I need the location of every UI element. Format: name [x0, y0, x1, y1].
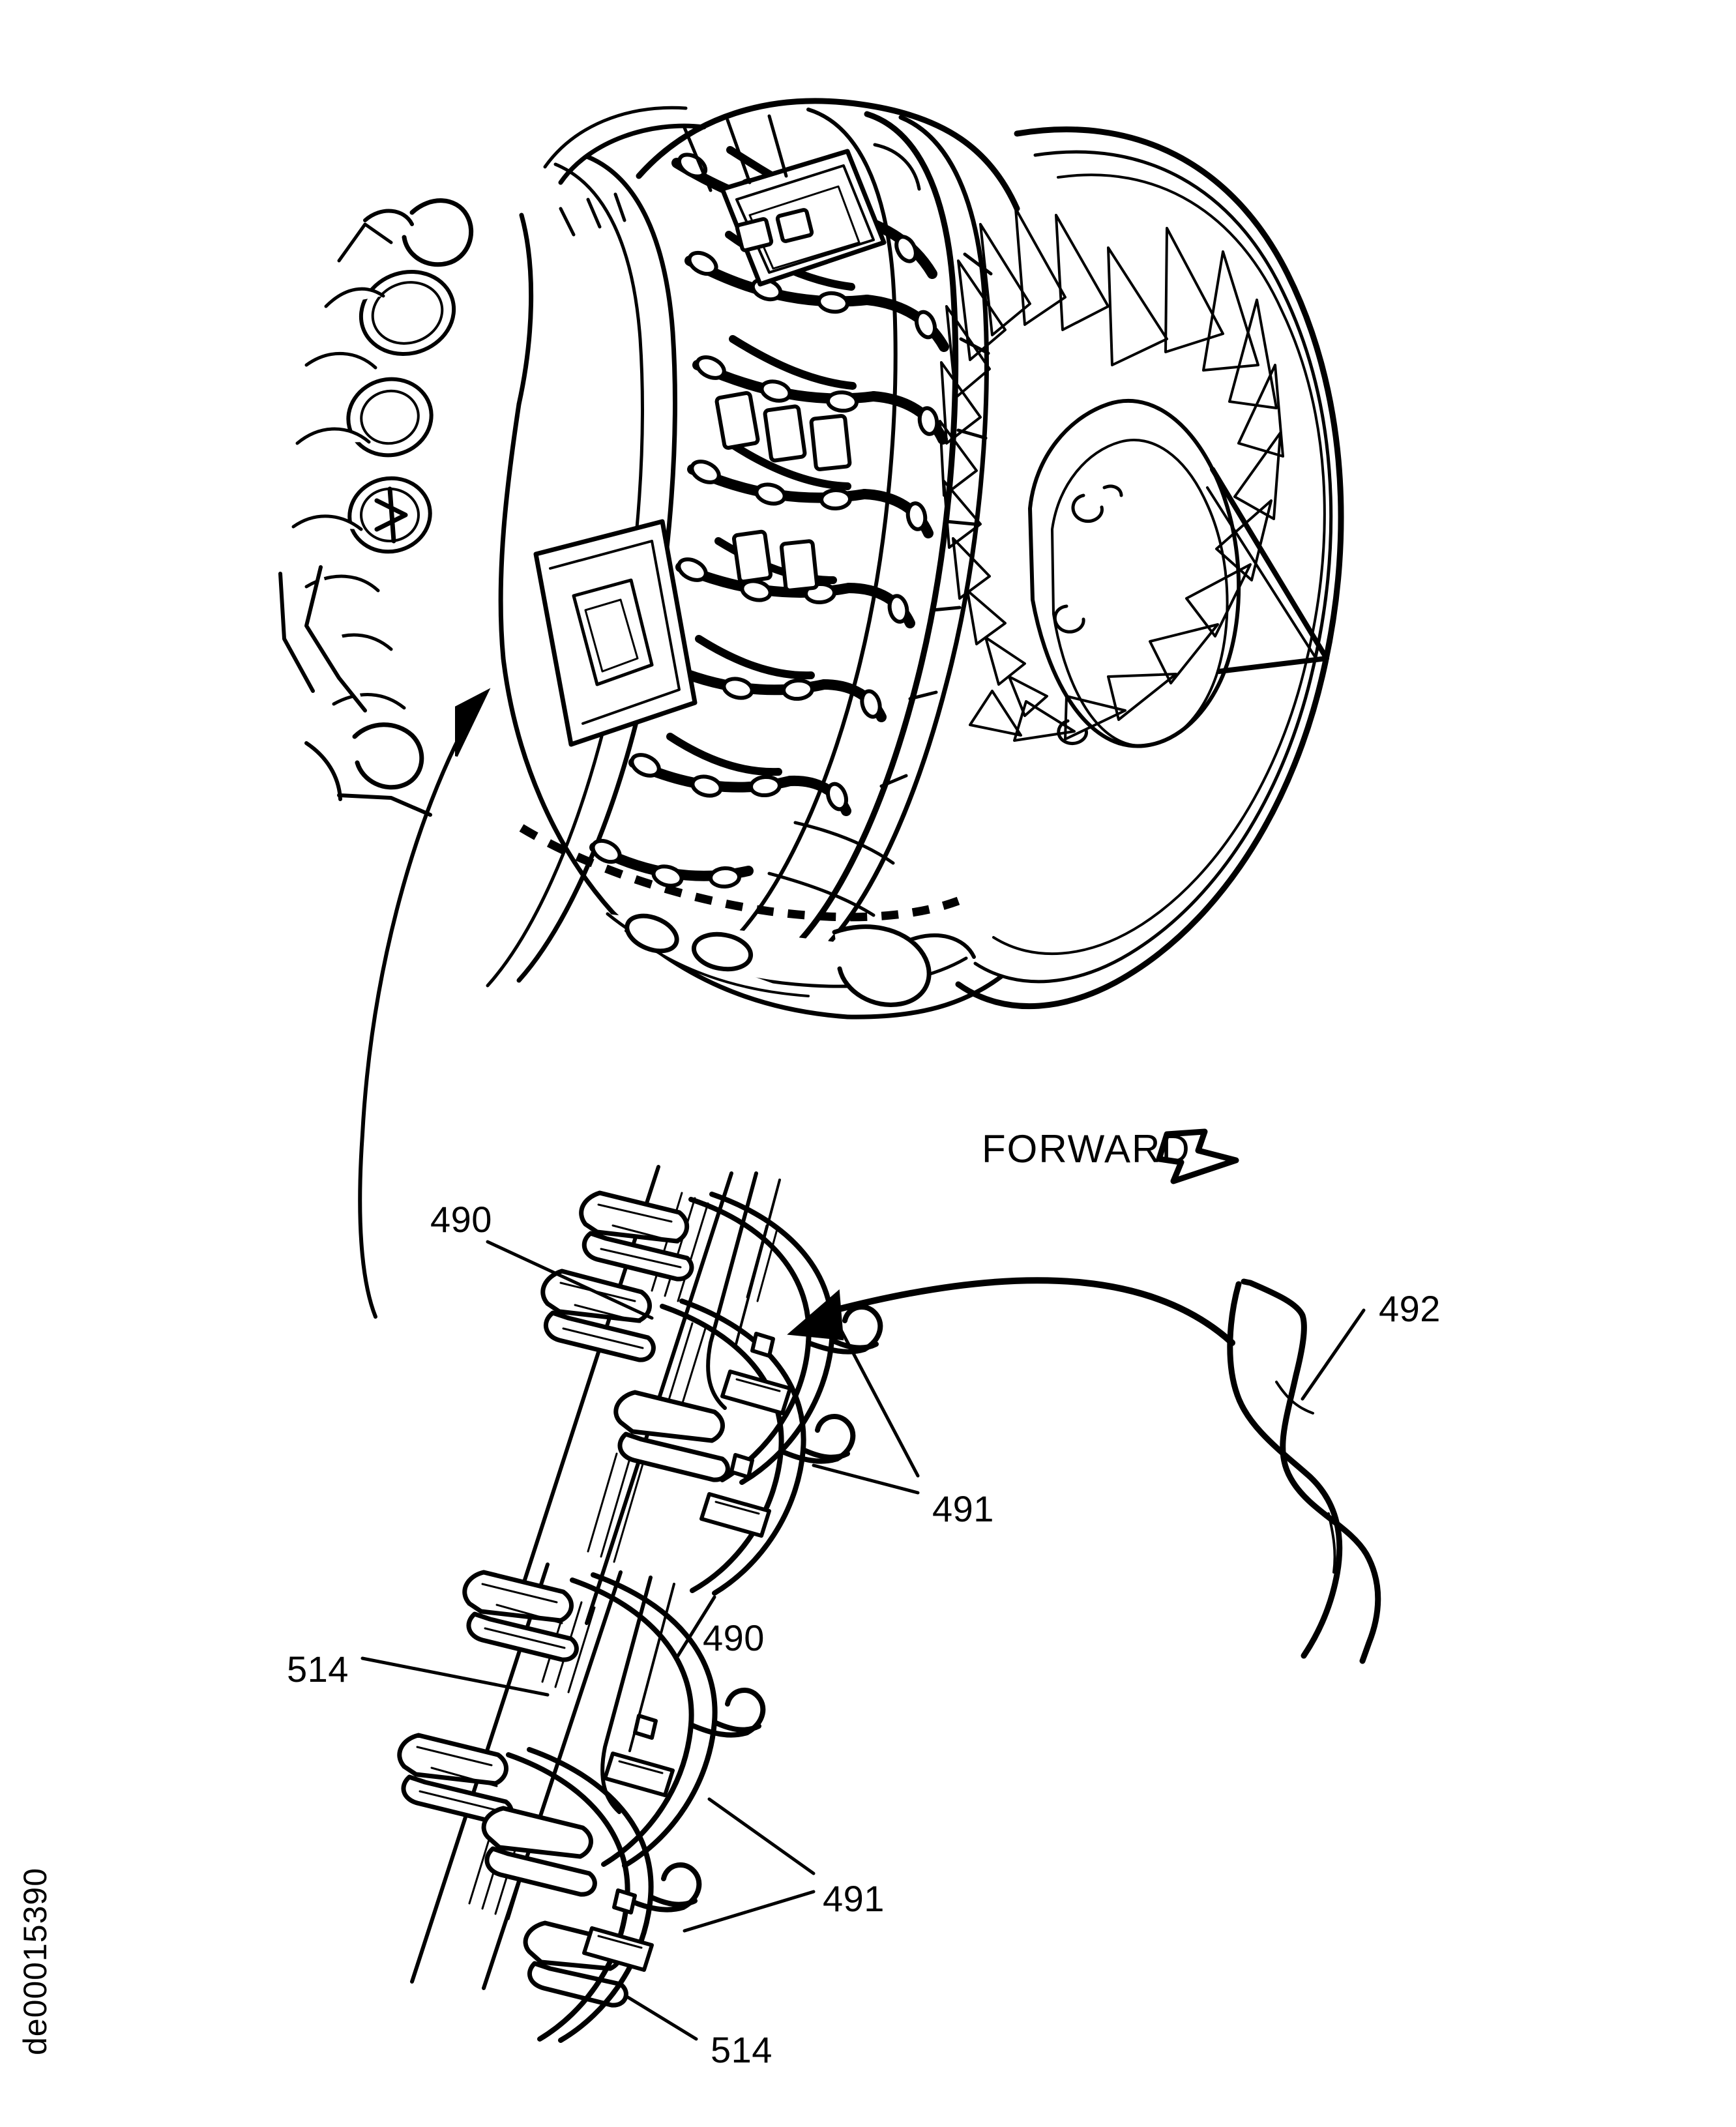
upper-strap-band-a: [688, 1192, 883, 1485]
leader-490-lower: [676, 1595, 716, 1658]
spinner-cone: [1028, 399, 1329, 748]
leader-491-lower-b: [683, 1890, 816, 1933]
upper-clamp-collar-2: [540, 1269, 656, 1362]
upper-clamp-collar-1: [579, 1190, 694, 1282]
callout-492: 492: [1379, 1288, 1441, 1329]
callout-490-lower: 490: [703, 1617, 765, 1658]
leader-arrowhead-icon: [455, 688, 491, 757]
leader-490-upper: [486, 1240, 654, 1320]
lower-clamp-collar-1: [462, 1570, 579, 1662]
upper-clamp-tab-hardware: [699, 1332, 792, 1538]
lower-strap-band-a: [570, 1572, 766, 1868]
leader-491-lower-a: [707, 1797, 816, 1875]
figure-id-label: de00015390: [17, 1867, 53, 2056]
accessory-box-mid: [533, 519, 698, 747]
upper-clamp-collar-3: [613, 1390, 730, 1482]
lower-clamp-collar-2: [397, 1733, 514, 1825]
gearbox-left-cluster: [278, 198, 474, 817]
lower-clamp-tab-hardware: [582, 1714, 675, 1972]
leader-491-upper-a: [839, 1328, 920, 1478]
forward-label: FORWARD: [982, 1127, 1191, 1171]
callout-514-upper: 514: [287, 1649, 349, 1690]
lower-detail-tube-second: [600, 1576, 675, 1814]
callout-490-upper: 490: [430, 1199, 492, 1240]
leader-492: [1301, 1308, 1366, 1401]
callout-491-lower: 491: [823, 1878, 885, 1919]
dashed-seam: [519, 824, 960, 922]
gearbox-lower-ducts: [606, 912, 976, 1007]
engine-misc-detail: [559, 114, 993, 917]
leader-491-upper-b: [812, 1463, 920, 1495]
connector-blocks: [714, 208, 852, 593]
fan-blades: [939, 207, 1284, 742]
arrowhead-icon: [787, 1289, 844, 1341]
upper-strap-band-b: [660, 1298, 856, 1596]
upper-detail-tube-second: [706, 1171, 781, 1410]
leader-514-upper: [360, 1656, 550, 1697]
callout-514-lower: 514: [711, 2029, 772, 2070]
callout-491-upper: 491: [932, 1488, 994, 1529]
lower-clamp-collar-3: [481, 1806, 597, 1897]
leader-514-lower: [624, 1994, 698, 2041]
fan-cowl-outer: [955, 126, 1344, 1010]
